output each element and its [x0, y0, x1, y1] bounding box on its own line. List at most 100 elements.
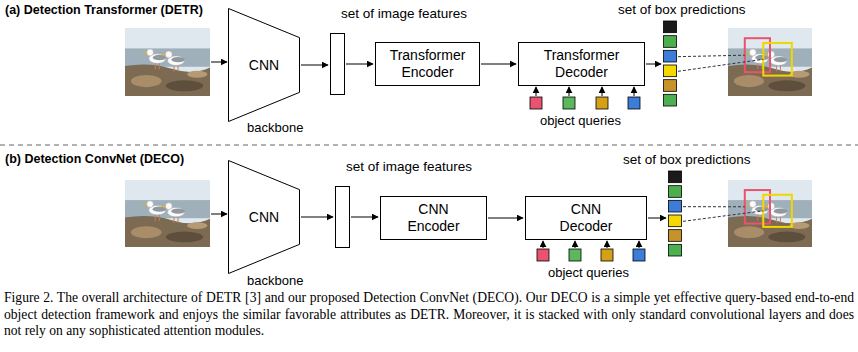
gull-beak [142, 203, 147, 206]
illustration-group [0, 28, 858, 261]
input-arrow [211, 62, 227, 63]
photo-rock [734, 226, 764, 238]
query-arrow [634, 87, 635, 96]
prediction-stack: set of box predictions [663, 20, 677, 108]
photo-sea [125, 48, 210, 66]
panel-title: (b) Detection ConvNet (DECO) [5, 152, 184, 167]
gull-wing [171, 57, 185, 62]
query-square [569, 249, 581, 261]
prediction-squares [668, 170, 682, 258]
gull-beak [142, 51, 147, 54]
leader-line [683, 206, 745, 207]
flow-arrow [481, 64, 516, 65]
query-square [596, 97, 608, 109]
gull-beak [160, 205, 165, 208]
node-label: Transformer Decoder [544, 47, 620, 81]
gull-head [147, 49, 154, 56]
prediction-square [664, 50, 677, 62]
figure-caption: Figure 2. The overall architecture of DE… [4, 290, 854, 340]
gull-wing [171, 208, 185, 213]
photo-rock [734, 75, 764, 87]
photo-rocks [125, 65, 210, 96]
process-box: CNN Encoder [380, 196, 487, 240]
query-arrow [639, 241, 640, 248]
backbone-trapezoid: CNN [228, 8, 300, 122]
photo-rock [131, 75, 162, 87]
trapezoid-shape [229, 9, 300, 122]
prediction-square [664, 21, 677, 33]
photo-rocks [125, 216, 210, 247]
query-square [530, 97, 542, 109]
gull-beak [160, 54, 165, 57]
photo-sky [125, 28, 210, 96]
photo-sky [728, 180, 812, 247]
prediction-square [669, 230, 682, 242]
gull-head [165, 51, 172, 58]
prediction-square [669, 244, 682, 256]
node-label: CNN Encoder [407, 201, 459, 235]
photo-rock [187, 71, 207, 78]
node-heading: set of image features [341, 6, 467, 22]
process-box: Transformer Decoder [518, 42, 645, 86]
query-arrow [602, 87, 603, 96]
query-arrow [607, 241, 608, 248]
prediction-square [664, 80, 677, 92]
query-arrow [543, 241, 544, 248]
flow-arrow [488, 218, 523, 219]
prediction-stack: set of box predictions [668, 170, 682, 258]
gull-head [749, 201, 756, 208]
panel-title: (a) Detection Transformer (DETR) [5, 3, 203, 18]
gull-wing [774, 208, 787, 213]
photo-rock [187, 222, 207, 229]
query-arrow [575, 241, 576, 248]
output-photo [728, 180, 812, 247]
part-label: object queries [540, 113, 621, 128]
backbone-trapezoid: CNN [228, 160, 300, 274]
flow-arrow [346, 64, 373, 65]
node-label: Transformer Encoder [390, 47, 466, 81]
connector-group [301, 64, 666, 218]
query-square [628, 97, 640, 109]
node-heading: set of box predictions [618, 2, 746, 18]
leader-line [678, 59, 763, 71]
flow-arrow [301, 217, 333, 218]
gull-head [768, 203, 775, 210]
input-photo [125, 180, 210, 247]
node-heading: set of box predictions [623, 152, 751, 168]
gull-head [749, 49, 756, 56]
process-box: Transformer Encoder [375, 42, 480, 86]
gull-wing [774, 57, 787, 62]
prediction-square [669, 171, 682, 183]
query-square [563, 97, 575, 109]
leader-line [678, 55, 745, 56]
detection-box [763, 43, 792, 76]
prediction-square [669, 200, 682, 212]
part-label: backbone [247, 273, 303, 288]
part-label: object queries [548, 265, 629, 280]
query-square [537, 249, 549, 261]
photo-sky [125, 180, 210, 247]
node-label: CNN Decoder [560, 201, 613, 235]
flow-arrow [646, 64, 661, 65]
query-arrow [536, 87, 537, 96]
feature-box: set of image features [335, 186, 350, 248]
output-photo [728, 28, 812, 96]
photo-rock [768, 80, 805, 91]
query-arrow [569, 87, 570, 96]
photo-rock [166, 80, 203, 91]
gull-head [165, 203, 172, 210]
photo-rock [768, 232, 805, 243]
flow-arrow [351, 217, 378, 218]
flow-arrow [648, 218, 666, 219]
input-photo [125, 28, 210, 96]
photo-sea [125, 200, 210, 218]
detection-box [763, 195, 792, 227]
gull-head [147, 201, 154, 208]
feature-box: set of image features [330, 33, 345, 95]
process-box: CNN Decoder [525, 196, 647, 240]
photo-rock [131, 226, 162, 238]
leader-line [683, 211, 763, 222]
photo-rock [166, 232, 203, 243]
prediction-squares [663, 20, 677, 108]
prediction-square [664, 94, 677, 106]
